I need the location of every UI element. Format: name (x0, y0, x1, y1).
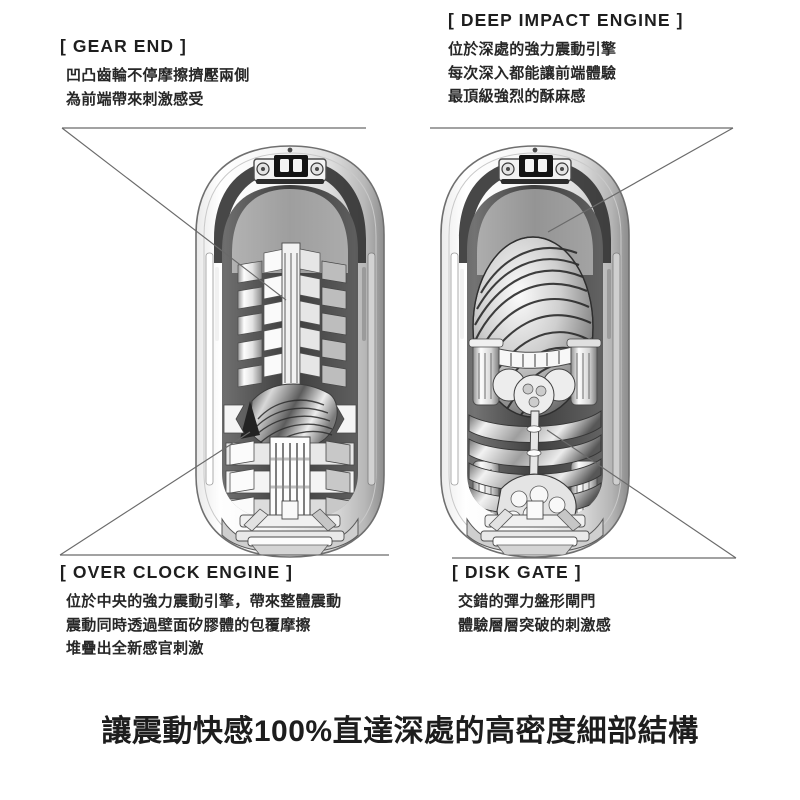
upper-swirl-cone (240, 383, 338, 451)
callout-gear-end: [ GEAR END ] 凹凸齒輪不停摩擦擠壓兩側 為前端帶來刺激感受 (60, 36, 250, 111)
right-device-illustration (427, 143, 643, 561)
callout-body-over-clock-engine: 位於中央的強力震動引擎，帶來整體震動 震動同時透過壁面矽膠體的包覆摩擦 堆疊出全… (66, 593, 342, 658)
callout-title-deep-impact-engine: [ DEEP IMPACT ENGINE ] (448, 10, 684, 30)
callout-over-clock-engine: [ OVER CLOCK ENGINE ] 位於中央的強力震動引擎，帶來整體震動… (60, 562, 341, 661)
callout-title-disk-gate: [ DISK GATE ] (452, 562, 582, 582)
callout-body-disk-gate: 交錯的彈力盤形閘門 體驗層層突破的刺激感 (458, 593, 612, 634)
right-device-svg (440, 145, 630, 558)
base-assembly (221, 500, 359, 556)
callout-title-over-clock-engine: [ OVER CLOCK ENGINE ] (60, 562, 294, 582)
side-chevrons (223, 404, 357, 434)
callout-body-deep-impact-engine: 位於深處的強力震動引擎 每次深入都能讓前端體驗 最頂級強烈的酥麻感 (448, 41, 617, 106)
headline-text: 讓震動快感100%直達深處的高密度細部結構 (101, 715, 699, 748)
callout-body-gear-end: 凹凸齒輪不停摩擦擠壓兩側 為前端帶來刺激感受 (66, 67, 250, 108)
callout-title-gear-end: [ GEAR END ] (60, 36, 187, 56)
callout-deep-impact-engine: [ DEEP IMPACT ENGINE ] 位於深處的強力震動引擎 每次深入都… (448, 10, 684, 109)
callout-disk-gate: [ DISK GATE ] 交錯的彈力盤形閘門 體驗層層突破的刺激感 (452, 562, 611, 637)
top-cap-module (498, 155, 572, 184)
bubble-cluster-upper (492, 368, 576, 416)
top-cap-module (253, 155, 327, 184)
left-device-illustration (182, 143, 398, 561)
gear-end-structure (237, 242, 347, 390)
left-device-svg (195, 145, 385, 558)
